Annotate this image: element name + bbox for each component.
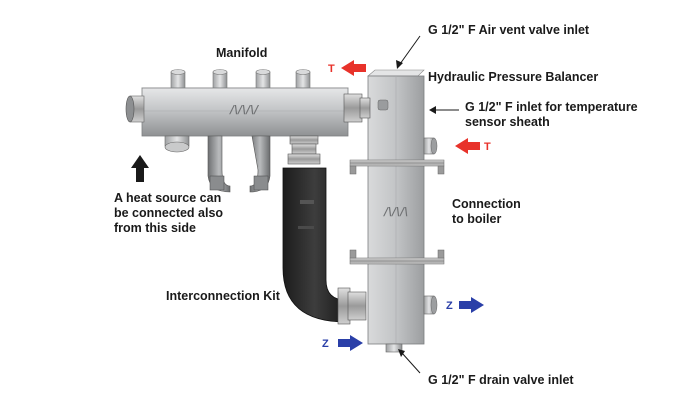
t-top-arrow [341, 60, 366, 76]
hydraulic-pressure-balancer: /\/\/\ [343, 69, 445, 353]
z-right-marker: Z [446, 300, 453, 312]
sensor-label-line1: G 1/2" F inlet for temperature [465, 100, 638, 114]
z-bottom-arrow [338, 335, 363, 351]
heat-source-arrow [131, 155, 149, 182]
manifold-bottom-cap [164, 135, 190, 153]
z-right-arrow [459, 297, 484, 313]
connection-label-line2: to boiler [452, 212, 502, 226]
t-right-arrow [455, 138, 480, 154]
manifold-bracket-left [207, 135, 231, 193]
manifold-bracket-right [249, 135, 271, 193]
z-bottom-marker: Z [322, 338, 329, 350]
manifold-label: Manifold [216, 46, 268, 60]
heat-source-label-line3: from this side [114, 221, 196, 235]
connection-label-line1: Connection [452, 197, 521, 211]
svg-text:/\/\/\/: /\/\/\/ [229, 103, 259, 116]
drain-leader [398, 349, 421, 374]
sensor-label-line2: sensor sheath [465, 115, 550, 129]
balancer-clamp-upper [349, 159, 445, 175]
drain-label: G 1/2" F drain valve inlet [428, 373, 574, 387]
t-right-marker: T [484, 141, 491, 153]
manifold-top-ports [170, 69, 311, 89]
heat-source-label-line1: A heat source can [114, 191, 222, 205]
balancer-clamp-lower [349, 249, 445, 265]
air-vent-label: G 1/2" F Air vent valve inlet [428, 23, 590, 37]
t-top-marker: T [328, 63, 335, 75]
interconnection-label: Interconnection Kit [166, 289, 280, 303]
sensor-leader [429, 106, 459, 114]
heat-source-label-line2: be connected also [114, 206, 224, 220]
air-vent-leader [396, 35, 421, 69]
balancer-logo: /\/\/\ [383, 205, 408, 218]
manifold-logo: /\/\/\/ [229, 103, 259, 116]
manifold: /\/\/\/ [125, 69, 349, 193]
interconnection-kit [282, 135, 367, 325]
manifold-left-fitting [125, 95, 145, 123]
balancer-label: Hydraulic Pressure Balancer [428, 70, 599, 84]
